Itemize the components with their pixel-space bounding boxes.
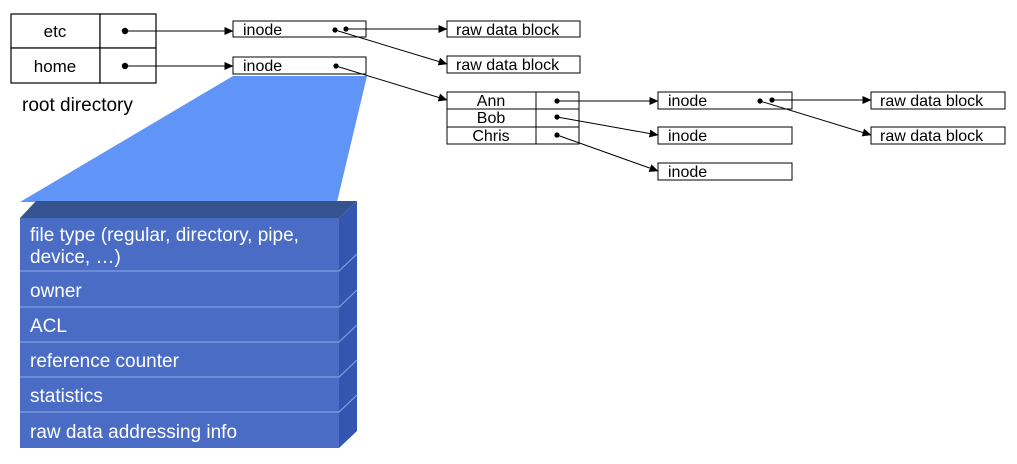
inode-field-statistics: statistics <box>30 386 103 407</box>
arrow-chris-to-inode <box>556 134 659 172</box>
zoom-funnel <box>20 76 367 202</box>
root-entry-etc: etc <box>44 22 67 41</box>
inode-ann-label: inode <box>668 93 707 110</box>
inode-home-label: inode <box>243 58 282 75</box>
stack-side-face <box>339 201 357 448</box>
root-entry-home: home <box>34 57 77 76</box>
raw-block-etc-2-label: raw data block <box>456 57 560 74</box>
root-directory-caption: root directory <box>22 95 133 116</box>
inode-chris-label: inode <box>668 164 707 181</box>
inode-field-acl: ACL <box>30 316 67 337</box>
home-entry-bob: Bob <box>477 110 506 127</box>
inode-fields-stack: file type (regular, directory, pipe, dev… <box>20 201 358 448</box>
inode-field-file-type-line1: file type (regular, directory, pipe, <box>30 225 299 246</box>
inode-bob-label: inode <box>668 128 707 145</box>
raw-block-ann-2-label: raw data block <box>880 128 984 145</box>
home-entry-chris: Chris <box>472 128 509 145</box>
arrow-inode-ann-to-block-2 <box>759 100 872 137</box>
inode-etc-label: inode <box>243 22 282 39</box>
inode-field-owner: owner <box>30 281 82 302</box>
raw-block-ann-1-label: raw data block <box>880 93 984 110</box>
inode-field-reference-counter: reference counter <box>30 351 180 372</box>
inode-field-file-type-line2: device, …) <box>30 247 121 268</box>
stack-top-face <box>20 201 357 218</box>
home-entry-ann: Ann <box>477 93 505 110</box>
raw-block-etc-1-label: raw data block <box>456 22 560 39</box>
arrow-bob-to-inode <box>556 116 659 138</box>
inode-field-raw-data-addressing: raw data addressing info <box>30 422 237 443</box>
inode-field-file-type: file type (regular, directory, pipe, dev… <box>30 225 299 268</box>
arrow-inode-home-to-directory <box>335 65 448 102</box>
arrow-inode-etc-to-block-2 <box>334 29 448 66</box>
